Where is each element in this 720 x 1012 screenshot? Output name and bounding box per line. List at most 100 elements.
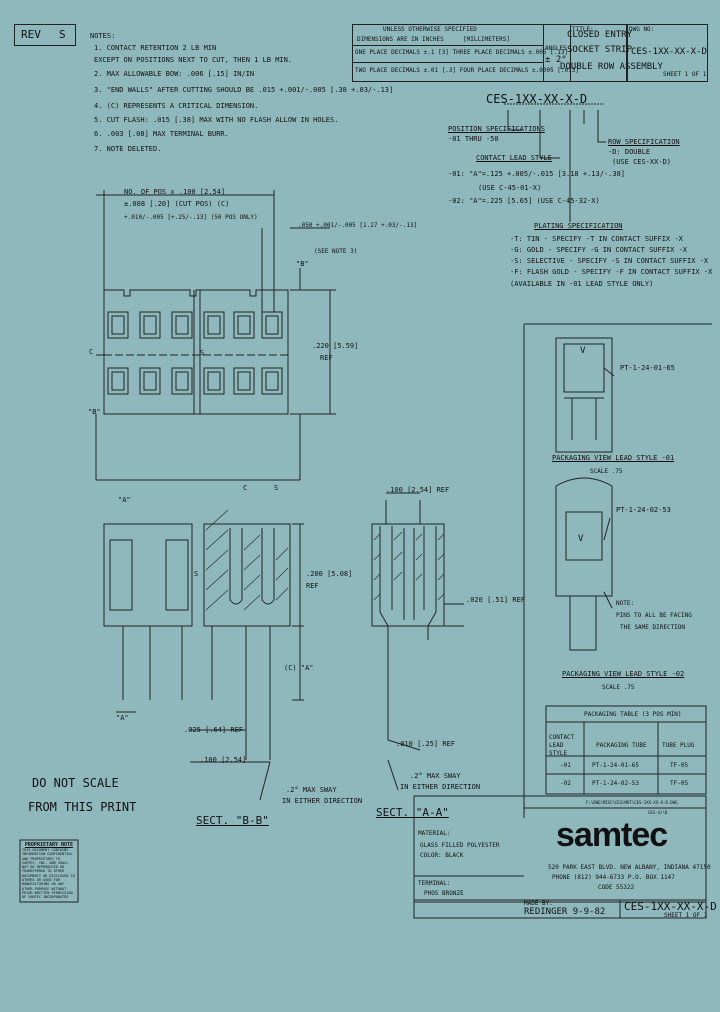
section-marker-b-bottom: "B" — [88, 408, 101, 416]
dim-220-ref: REF — [320, 354, 333, 362]
dim-200-ref: REF — [306, 582, 319, 590]
material-label: MATERIAL: — [418, 830, 451, 837]
table-header: TUBE PLUG — [662, 742, 695, 749]
table-cell: TF-05 — [670, 780, 689, 787]
note-line: 6. .003 [.08] MAX TERMINAL BURR. — [94, 130, 229, 138]
proprietary-title: PROPRIETARY NOTE — [24, 842, 74, 848]
notes-title: NOTES: — [90, 32, 116, 40]
plating-item: -G: GOLD - SPECIFY -G IN CONTACT SUFFIX … — [510, 246, 688, 254]
packaging-view-01-scale: SCALE .75 — [590, 468, 623, 475]
packaging-note-title: NOTE: — [616, 600, 635, 607]
note-line: 5. CUT FLASH: .015 [.38] MAX WITH NO FLA… — [94, 116, 339, 124]
title-label: TITLE: — [572, 26, 594, 33]
sheet-number: SHEET 1 OF 1 — [663, 71, 707, 78]
plating-item: (AVAILABLE IN -01 LEAD STYLE ONLY) — [510, 280, 654, 288]
note-line: 2. MAX ALLOWABLE BOW: .006 [.15] IN/IN — [94, 70, 255, 78]
angles-value: ± 2° — [545, 55, 567, 65]
position-spec-value: -01 THRU -50 — [448, 135, 499, 143]
file-path: F:\DWG\MISC\CES\MKT\CES-1XX-XX-X-D.DWG — [586, 800, 678, 805]
table-header: PACKAGING TUBE — [596, 742, 647, 749]
drawing-number-label: DWG NO: — [629, 26, 655, 33]
plating-spec-label: PLATING SPECIFICATION — [534, 222, 623, 230]
made-by-label: MADE BY: — [524, 900, 553, 907]
packaging-v-01: V — [580, 346, 586, 356]
revision-label: REV — [21, 28, 41, 41]
proprietary-note: PROPRIETARY NOTE THIS DOCUMENT CONTAINS … — [22, 842, 76, 900]
section-bb-label: SECT. "B-B" — [196, 814, 269, 827]
section-marker-a-bottom: "A" — [116, 714, 129, 722]
dim-end-wall: .050 +.001/-.005 [1.27 +.03/-.13] — [298, 222, 418, 229]
contact-lead-01: -01: "A"=.125 +.005/-.015 [3.18 +.13/-.3… — [448, 170, 626, 178]
table-cell: TF-05 — [670, 762, 689, 769]
file-path-2: CES-4/\D — [648, 810, 668, 815]
title-line: CLOSED ENTRY — [567, 30, 633, 40]
revision-box: REV S — [14, 24, 76, 46]
note-line: 1. CONTACT RETENTION 2 LB MIN — [94, 44, 217, 52]
note-line: 7. NOTE DELETED. — [94, 145, 162, 153]
footer-sheet: SHEET 1 OF 1 — [664, 912, 708, 919]
sway-note-bb: .2° MAX SWAY — [286, 786, 337, 794]
revision-value: S — [59, 28, 66, 41]
plating-item: -F: FLASH GOLD - SPECIFY -F IN CONTACT S… — [510, 268, 713, 276]
row-spec-value: (USE CES-XX-D) — [612, 158, 672, 166]
packaging-note-line: THE SAME DIRECTION — [620, 624, 686, 631]
sway-note-bb-2: IN EITHER DIRECTION — [282, 797, 363, 805]
dim-200: .200 [5.08] — [306, 570, 353, 578]
plating-item: -S: SELECTIVE - SPECIFY -S IN CONTACT SU… — [510, 257, 709, 265]
centerline-s-section: S — [274, 484, 279, 492]
packaging-table-title: PACKAGING TABLE (3 POS MIN) — [584, 711, 682, 718]
scale-note: FROM THIS PRINT — [28, 800, 137, 814]
dim-025-ref: .025 [.64] REF — [184, 726, 244, 734]
table-cell: -01 — [560, 762, 571, 769]
dim-100-ref: .100 [2.54] REF — [386, 486, 450, 494]
position-spec-label: POSITION SPECIFICATIONS — [448, 125, 545, 133]
tolerance-block: UNLESS OTHERWISE SPECIFIED DIMENSIONS AR… — [352, 24, 579, 82]
section-marker-a: "A" — [118, 496, 131, 504]
tolerance-row: ONE PLACE DECIMALS ±.1 [3] THREE PLACE D… — [355, 49, 569, 56]
tolerance-header-mm: [MILLIMETERS] — [463, 36, 510, 43]
part-number-code: CES-1XX-XX-X-D — [486, 92, 588, 106]
terminal-label: TERMINAL: — [418, 880, 451, 887]
packaging-v-02: V — [578, 534, 584, 544]
packaging-view-02-label: PACKAGING VIEW LEAD STYLE -02 — [562, 670, 685, 678]
centerline-s: S — [200, 349, 205, 357]
title-line: DOUBLE ROW ASSEMBLY — [560, 62, 663, 72]
proprietary-text: THIS DOCUMENT CONTAINS INFORMATION CONFI… — [22, 848, 75, 900]
drawing-number-box: DWG NO: CES-1XX-XX-X-D SHEET 1 OF 1 — [626, 24, 708, 82]
table-cell: PT-1-24-02-53 — [592, 780, 639, 787]
material-line: COLOR: BLACK — [420, 852, 464, 859]
section-marker-b-top: "B" — [296, 260, 309, 268]
dim-see-note-3: (SEE NOTE 3) — [314, 248, 358, 255]
sway-note-aa-2: IN EITHER DIRECTION — [400, 783, 481, 791]
company-code: CODE 55322 — [598, 884, 635, 891]
title-line: SOCKET STRIP — [567, 45, 633, 55]
plating-item: -T: TIN - SPECIFY -T IN CONTACT SUFFIX -… — [510, 235, 683, 243]
packaging-note-line: PINS TO ALL BE FACING — [616, 612, 692, 619]
packaging-tube-01: PT-1-24-01-65 — [620, 364, 675, 372]
dim-010-ref: .010 [.25] REF — [396, 740, 456, 748]
sway-note-aa: .2° MAX SWAY — [410, 772, 461, 780]
note-line: 3. "END WALLS" AFTER CUTTING SHOULD BE .… — [94, 86, 394, 94]
terminal-value: PHOS BRONZE — [424, 890, 464, 897]
scale-note: DO NOT SCALE — [32, 776, 119, 790]
company-phone: PHONE (812) 944-6733 P.O. BOX 1147 — [552, 874, 675, 881]
tolerance-header: UNLESS OTHERWISE SPECIFIED — [383, 26, 477, 33]
row-spec-label: ROW SPECIFICATION — [608, 138, 680, 146]
title-block: TITLE: — [570, 24, 628, 82]
footer-drawing-number: CES-1XX-XX-X-D — [624, 900, 717, 913]
contact-lead-02: -02: "A"=.225 [5.65] (USE C-45-32-X) — [448, 197, 600, 205]
material-line: GLASS FILLED POLYESTER — [420, 842, 500, 849]
row-spec-value: -D: DOUBLE — [608, 148, 651, 156]
note-line: EXCEPT ON POSITIONS NEXT TO CUT, THEN 1 … — [94, 56, 293, 64]
packaging-tube-02: PT-1-24-02-53 — [616, 506, 671, 514]
contact-lead-01-use: (USE C-45-01-X) — [478, 184, 542, 192]
dim-220: .220 [5.59] — [312, 342, 359, 350]
note-line: 4. (C) REPRESENTS A CRITICAL DIMENSION. — [94, 102, 259, 110]
dim-100: .100 [2.54] — [200, 756, 247, 764]
dim-020-ref: .020 [.51] REF — [466, 596, 526, 604]
tolerance-header-units: DIMENSIONS ARE IN INCHES — [357, 36, 444, 43]
table-cell: -02 — [560, 780, 571, 787]
centerline-c-section: C — [243, 484, 248, 492]
centerline-s-side: S — [194, 570, 199, 578]
made-by: REDINGER 9-9-82 — [524, 907, 606, 917]
